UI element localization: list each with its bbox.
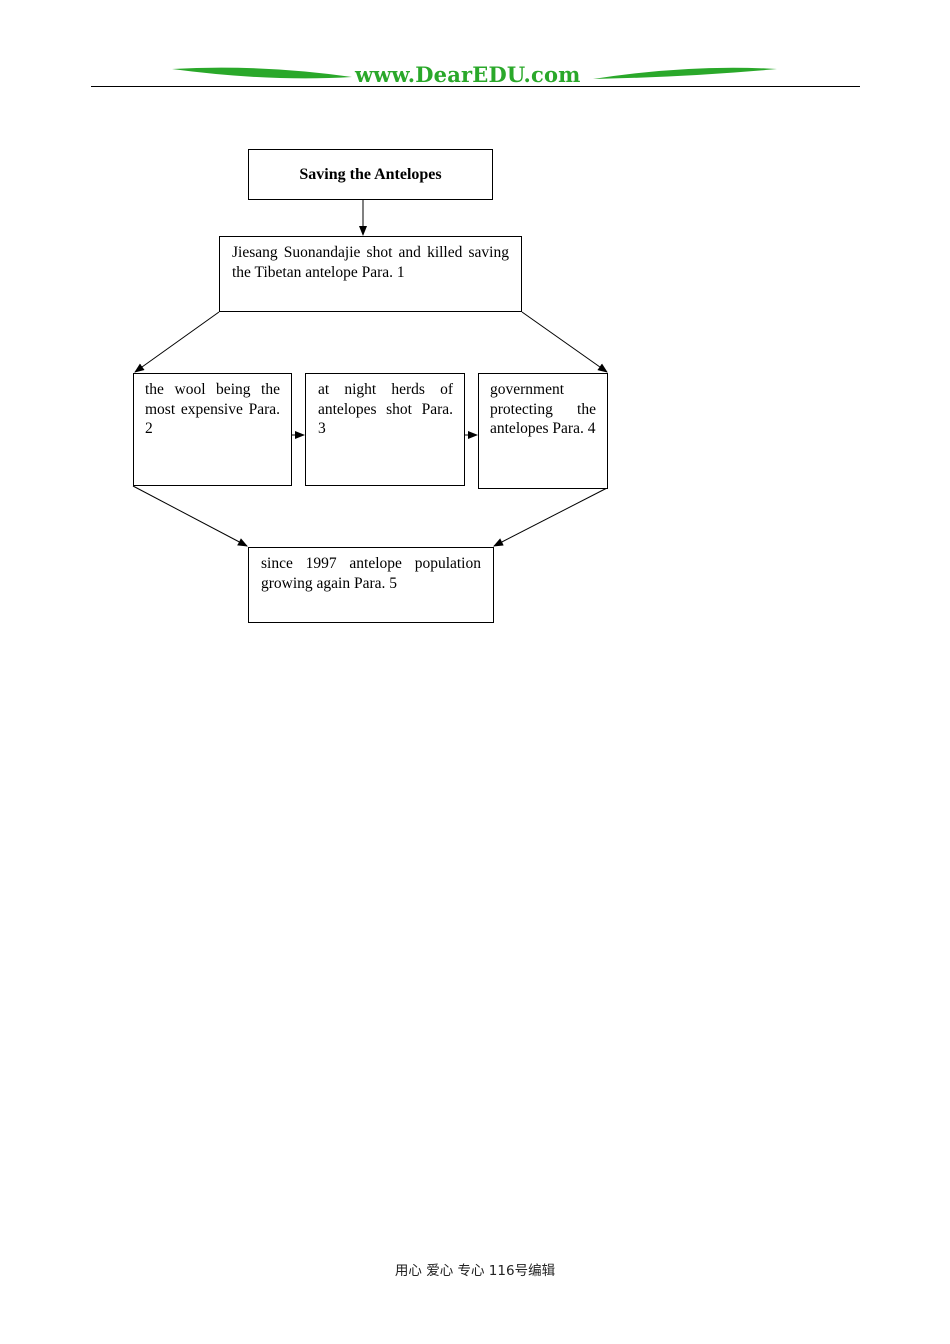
- para5-box: since 1997 antelope population growing a…: [248, 547, 494, 623]
- arrow-para4-to-para5: [493, 487, 608, 547]
- arrow-para1-to-para2: [134, 311, 220, 373]
- header-rule: [91, 86, 860, 87]
- para3-text: at night herds of antelopes shot Para. 3: [318, 381, 453, 437]
- header-swoosh-decoration: [172, 67, 777, 79]
- diagram-title: Saving the Antelopes: [299, 165, 442, 183]
- site-logo-text: www.DearEDU.com: [355, 62, 581, 87]
- para1-box: Jiesang Suonandajie shot and killed savi…: [219, 236, 522, 312]
- para2-text: the wool being the most expensive Para. …: [145, 381, 280, 437]
- para4-text: government protecting the antelopes Para…: [490, 381, 596, 437]
- para3-box: at night herds of antelopes shot Para. 3: [305, 373, 465, 486]
- arrow-para2-to-para5: [132, 485, 248, 547]
- arrow-para1-to-para4: [521, 311, 608, 373]
- flow-diagram: Saving the Antelopes Jiesang Suonandajie…: [132, 149, 608, 623]
- left-swoosh: [172, 67, 352, 79]
- right-swoosh: [593, 67, 777, 79]
- para5-text: since 1997 antelope population growing a…: [261, 555, 481, 592]
- page-header: www.DearEDU.com: [0, 0, 950, 100]
- title-box: Saving the Antelopes: [248, 149, 493, 200]
- para4-box: government protecting the antelopes Para…: [478, 373, 608, 489]
- para1-text: Jiesang Suonandajie shot and killed savi…: [232, 244, 509, 281]
- para2-box: the wool being the most expensive Para. …: [133, 373, 292, 486]
- diagram-arrows: [132, 200, 608, 547]
- page-footer: 用心 爱心 专心 116号编辑: [394, 1263, 556, 1279]
